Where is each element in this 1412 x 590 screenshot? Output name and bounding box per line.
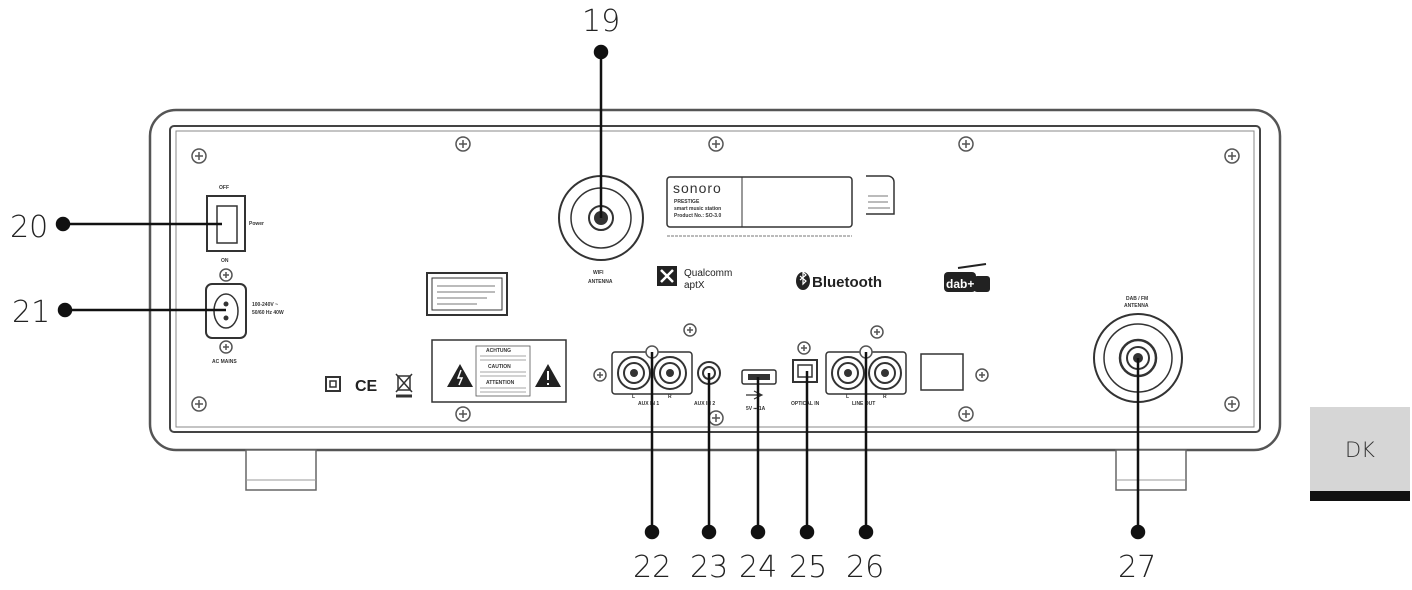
lineout-label: LINE OUT: [852, 401, 875, 407]
dab-logo: dab+: [944, 263, 990, 292]
brand-desc: smart music station: [674, 206, 721, 212]
callout-19: 19: [582, 4, 620, 39]
ac-rating-2: 50/60 Hz 40W: [252, 310, 284, 316]
switch-off-label: OFF: [219, 185, 229, 191]
dab-antenna-label-1: DAB / FM: [1126, 296, 1148, 302]
product-label: sonoro PRESTIGE smart music station Prod…: [666, 175, 895, 237]
aux2-label: AUX IN 2: [694, 401, 715, 407]
bluetooth-logo: Bluetooth: [796, 270, 882, 291]
certification-marks: CE: [325, 373, 413, 398]
switch-power-label: Power: [249, 221, 264, 227]
callout-21: 21: [12, 295, 50, 330]
warning-attention: ATTENTION: [486, 380, 515, 386]
usb-label: 5V ⎓ 1A: [746, 406, 766, 412]
language-tab-bar: [1310, 491, 1410, 501]
callout-numbers: 19 20 21 22 23 24 25 26 27: [10, 4, 1156, 585]
lineout-left: L: [846, 394, 849, 400]
aptx-text: aptX: [684, 280, 705, 291]
language-tab-label: DK: [1345, 438, 1375, 462]
optical-in-port: OPTICAL IN: [791, 359, 820, 407]
laser-label: [426, 272, 508, 316]
callout-24: 24: [739, 550, 777, 585]
callout-leaders: [55, 44, 1146, 540]
qualcomm-aptx-logo: Qualcomm aptX: [657, 266, 732, 291]
screws: [191, 136, 1240, 426]
ac-rating-1: 100-240V ~: [252, 302, 278, 308]
wifi-label-2: ANTENNA: [588, 279, 613, 285]
optical-label: OPTICAL IN: [791, 401, 820, 407]
ac-mains-label: AC MAINS: [212, 359, 237, 365]
aux1-right: R: [668, 394, 672, 400]
callout-25: 25: [789, 550, 827, 585]
bluetooth-text: Bluetooth: [812, 274, 882, 291]
warning-caution: CAUTION: [488, 364, 511, 370]
dab-antenna-label-2: ANTENNA: [1124, 303, 1149, 309]
brand-model: PRESTIGE: [674, 199, 700, 205]
qualcomm-text: Qualcomm: [684, 268, 732, 279]
language-tab: DK: [1310, 407, 1410, 491]
wifi-label-1: WIFI: [593, 270, 604, 276]
svg-text:CE: CE: [355, 378, 378, 395]
warning-title: ACHTUNG: [486, 348, 511, 354]
blank-plate: [920, 353, 964, 391]
switch-on-label: ON: [221, 258, 229, 264]
aux1-label: AUX IN 1: [638, 401, 659, 407]
callout-26: 26: [846, 550, 884, 585]
brand-name: sonoro: [673, 180, 722, 196]
callout-22: 22: [633, 550, 671, 585]
callout-23: 23: [690, 550, 728, 585]
warning-label: ACHTUNG CAUTION ATTENTION: [431, 339, 567, 403]
callout-20: 20: [10, 210, 48, 245]
back-panel: [169, 125, 1261, 433]
aux1-left: L: [632, 394, 635, 400]
foot-right: [1115, 449, 1187, 491]
dab-text: dab+: [946, 277, 974, 291]
lineout-right: R: [883, 394, 887, 400]
foot-left: [245, 449, 317, 491]
brand-product: Product No.: SO-3.0: [674, 213, 721, 219]
callout-27: 27: [1118, 550, 1156, 585]
aux-in-1-ports: L R AUX IN 1: [611, 345, 693, 407]
